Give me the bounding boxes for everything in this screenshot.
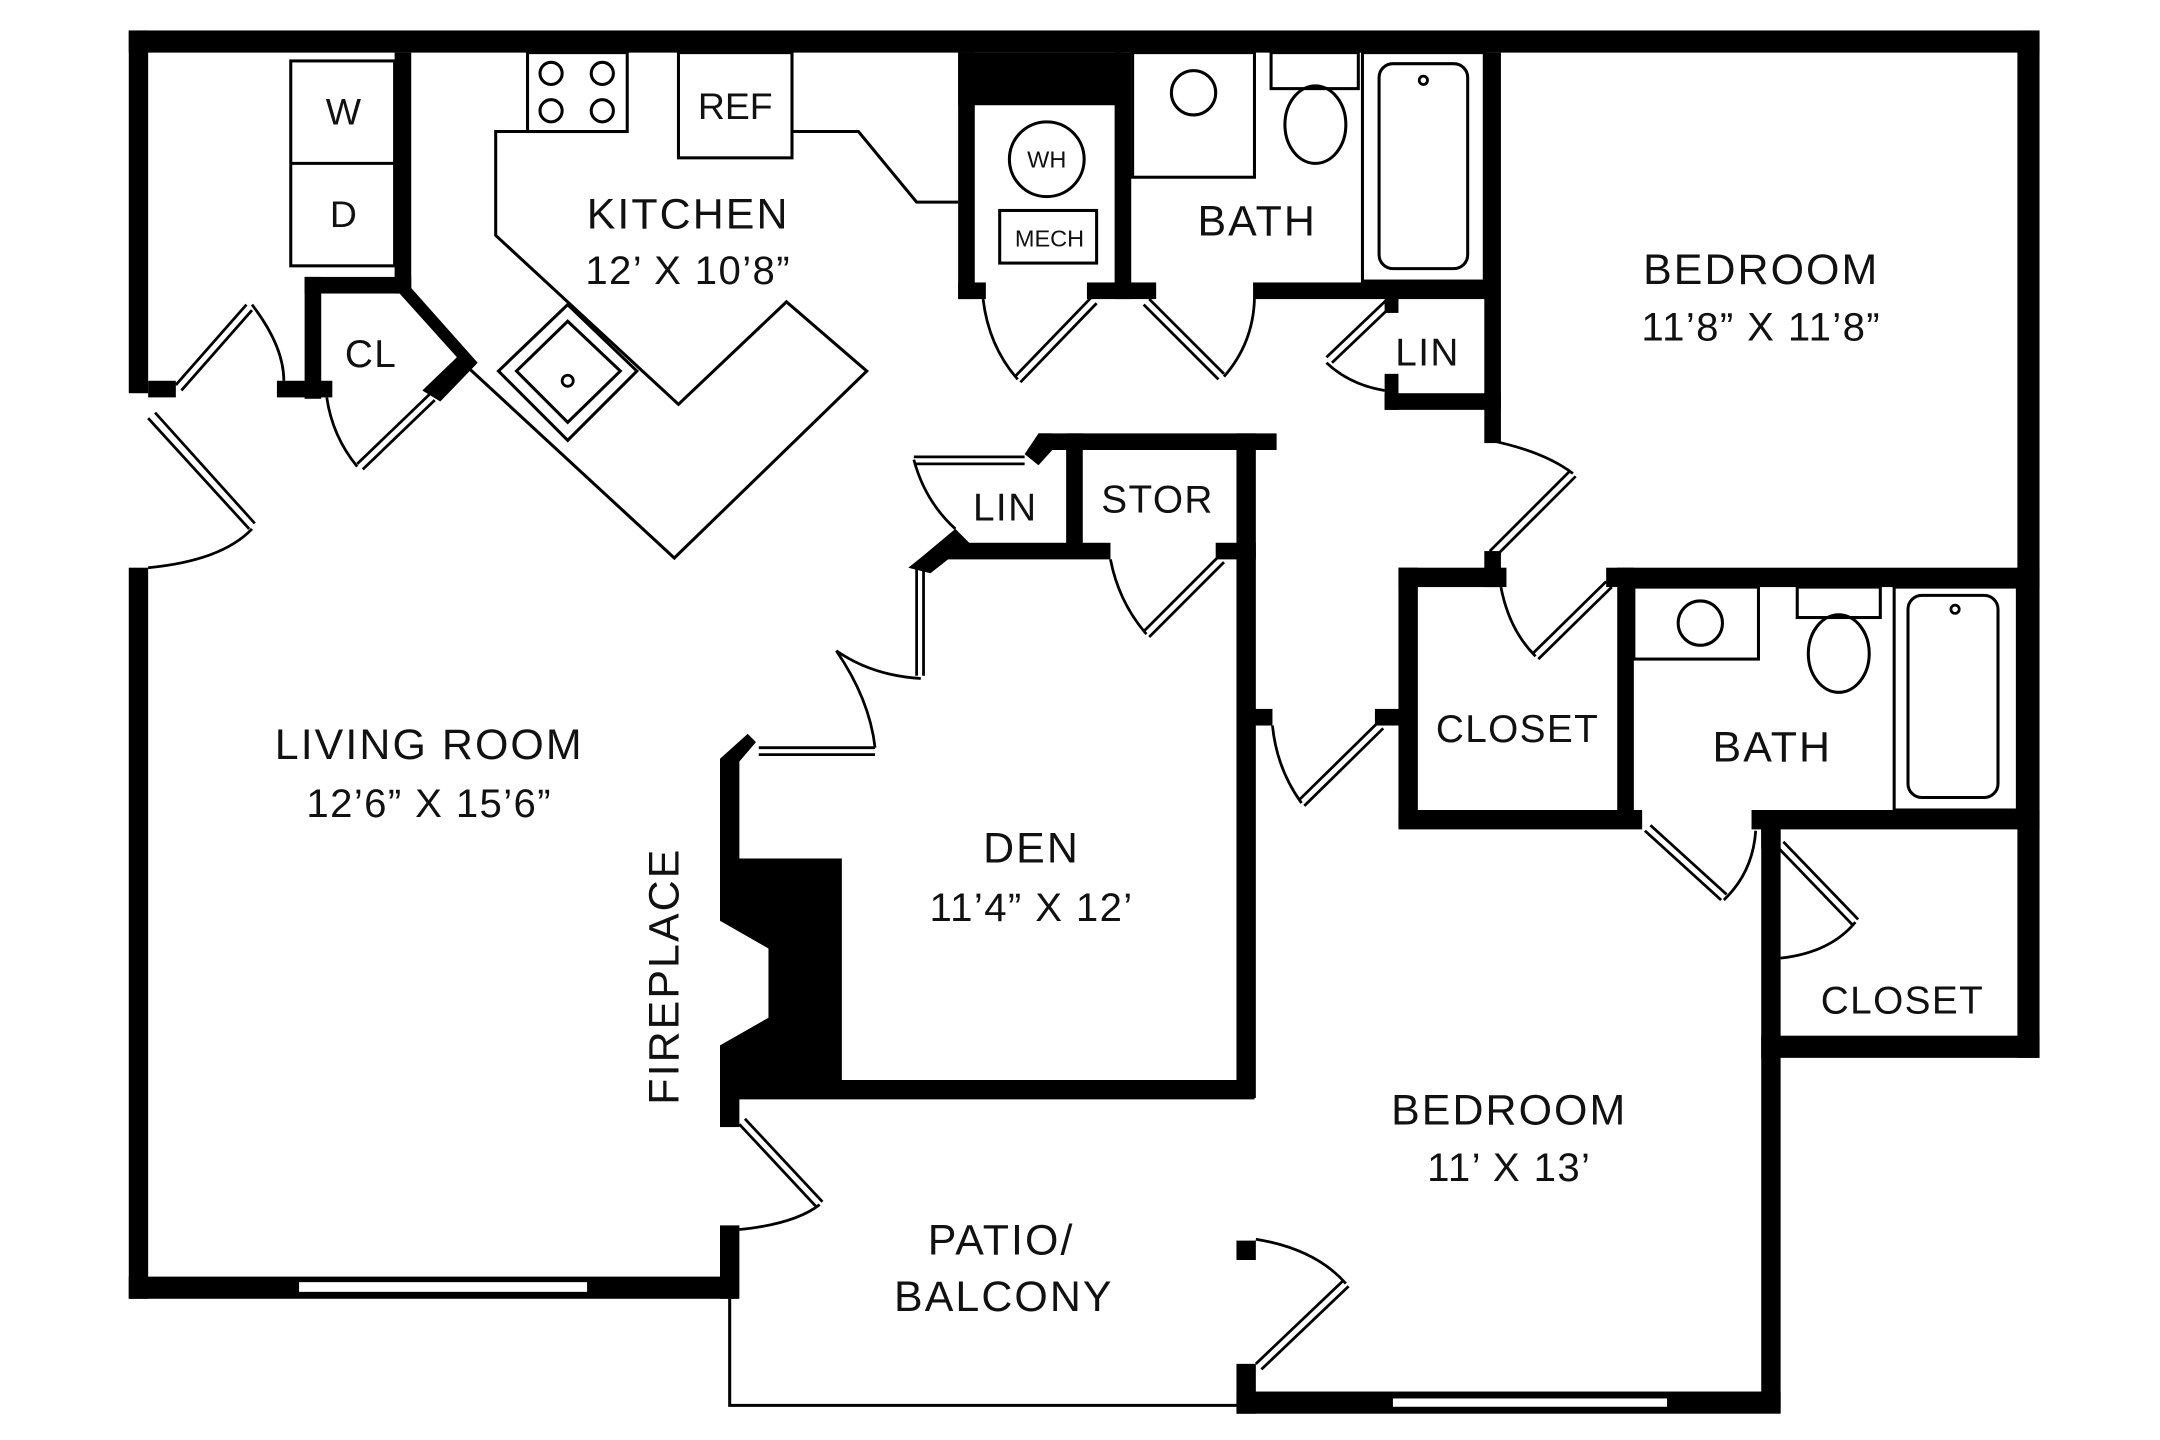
cl-label: CL	[345, 333, 397, 376]
closet-2-label: CLOSET	[1821, 980, 1984, 1023]
bedroom-1-label: BEDROOM	[1643, 246, 1879, 294]
kitchen-label: KITCHEN	[587, 190, 790, 238]
patio-label: PATIO/	[928, 1216, 1075, 1264]
refrigerator-label: REF	[698, 85, 773, 127]
washer-label: W	[326, 91, 362, 133]
closet-1-label: CLOSET	[1436, 708, 1599, 751]
living-room-label: LIVING ROOM	[275, 721, 584, 769]
lin-1-label: LIN	[1395, 332, 1459, 375]
water-heater-label: WH	[1027, 147, 1066, 173]
kitchen-dims: 12’ X 10’8”	[585, 248, 791, 293]
bath-2-label: BATH	[1713, 724, 1833, 772]
bedroom-2-label: BEDROOM	[1391, 1086, 1627, 1134]
mech-label: MECH	[1015, 225, 1084, 251]
bedroom-2-dims: 11’ X 13’	[1427, 1145, 1591, 1190]
doors	[147, 296, 1860, 1371]
lin-2-label: LIN	[973, 487, 1037, 530]
living-room-dims: 12’6” X 15’6”	[306, 781, 552, 826]
labels: LIVING ROOM 12’6” X 15’6” KITCHEN 12’ X …	[275, 85, 1984, 1321]
bath-1-label: BATH	[1197, 197, 1317, 245]
fixtures	[289, 51, 2019, 812]
patio-boundary	[728, 1298, 1240, 1407]
bedroom-1-dims: 11’8” X 11’8”	[1641, 305, 1881, 350]
stor-label: STOR	[1101, 478, 1213, 521]
interior-walls	[148, 52, 2040, 1260]
den-dims: 11’4” X 12’	[929, 885, 1133, 930]
balcony-label: BALCONY	[894, 1273, 1114, 1321]
den-label: DEN	[983, 825, 1080, 873]
fireplace-label: FIREPLACE	[640, 848, 688, 1105]
dryer-label: D	[330, 193, 357, 235]
